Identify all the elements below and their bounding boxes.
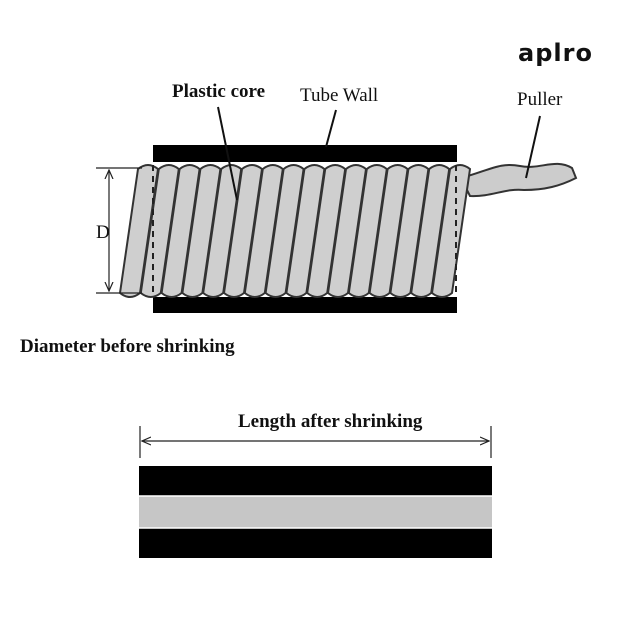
length-label: Length after shrinking [238,411,423,432]
shrunk-core [139,496,492,528]
d-label: D [96,222,110,243]
coil-diagram: D Plastic core Tube Wall Puller Diameter… [20,81,578,357]
tube-wall-label: Tube Wall [300,85,378,106]
diameter-caption: Diameter before shrinking [20,336,235,357]
brand-logo: aplro [518,39,593,67]
tube-wall-top [153,145,457,162]
puller-leader [525,115,541,179]
tube-wall-bottom [153,297,457,313]
puller-label: Puller [517,89,563,110]
shrunk-tube-diagram: Length after shrinking [139,411,492,558]
coil-spring [118,164,472,298]
puller-wire [459,163,578,198]
plastic-core-leader [217,106,238,201]
tube-wall-leader [325,109,337,148]
plastic-core-label: Plastic core [172,81,265,102]
